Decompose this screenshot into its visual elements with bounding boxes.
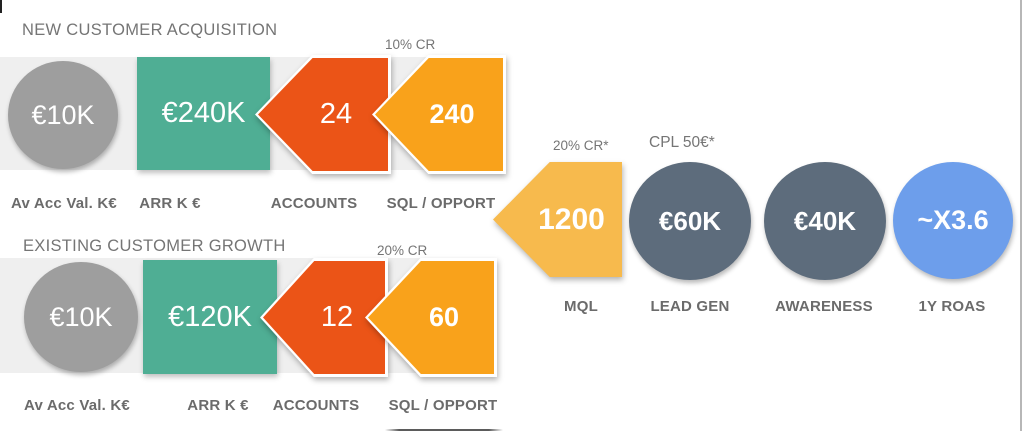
label-1y-roas: 1Y ROAS [918,298,986,315]
lead-gen-value: €60K [658,206,722,236]
row2-arr-square: €120K [143,260,277,374]
label-mql: MQL [564,298,598,315]
roas-value: ~X3.6 [917,205,989,235]
row2-avg-account-value-circle: €10K [24,262,138,372]
row2-avg-account-value: €10K [49,301,113,332]
section-heading-existing-customer: EXISTING CUSTOMER GROWTH [23,237,286,255]
window-edge-artifact-left [0,0,2,13]
row1-accounts-value: 24 [319,98,353,130]
row2-accounts-arrow: 12 [260,258,388,377]
label-awareness: AWARENESS [775,298,873,315]
row1-label-avg-account-value: Av Acc Val. K€ [11,195,117,212]
window-edge-artifact-bottom [385,429,503,431]
conversion-rate-note-mql: 20% CR* [553,138,609,153]
row2-label-avg-account-value: Av Acc Val. K€ [24,397,130,414]
section-heading-new-customer: NEW CUSTOMER ACQUISITION [22,21,278,39]
roas-circle: ~X3.6 [893,162,1013,279]
row1-label-arr: ARR K € [139,195,201,212]
awareness-circle: €40K [764,162,886,280]
row2-sql-opport-value: 60 [428,302,460,332]
conversion-rate-note-row2: 20% CR [377,243,428,258]
label-lead-gen: LEAD GEN [650,298,730,315]
row2-sql-opport-arrow: 60 [365,258,497,377]
row2-arr-value: €120K [168,300,252,333]
row1-arr-square: €240K [137,57,270,170]
lead-gen-circle: €60K [629,162,751,280]
row1-sql-opport-value: 240 [429,99,475,129]
row2-label-sql-opport: SQL / OPPORT [388,397,498,414]
conversion-rate-note-row1: 10% CR [385,37,436,52]
row1-avg-account-value: €10K [31,99,95,130]
row1-arr-value: €240K [161,97,246,129]
row1-accounts-arrow: 24 [255,55,391,174]
mql-value: 1200 [538,202,605,236]
mql-arrow: 1200 [493,162,622,277]
row2-label-arr: ARR K € [187,397,249,414]
awareness-value: €40K [793,206,857,236]
cpl-note: CPL 50€* [649,134,715,151]
row2-label-accounts: ACCOUNTS [272,397,360,414]
row2-accounts-value: 12 [320,301,354,333]
row1-sql-opport-arrow: 240 [372,55,506,174]
row1-label-accounts: ACCOUNTS [270,195,358,212]
row1-avg-account-value-circle: €10K [8,61,118,169]
row1-label-sql-opport: SQL / OPPORT [386,195,496,212]
window-edge-artifact-right [1020,0,1022,431]
